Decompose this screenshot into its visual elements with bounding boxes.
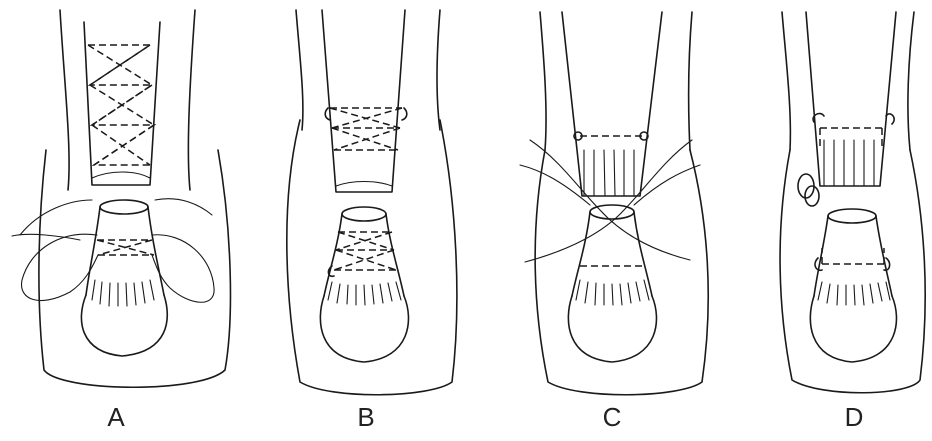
panel-d-drawing: [780, 12, 925, 393]
panel-label-d: D: [824, 402, 884, 433]
panel-label-b: B: [336, 402, 396, 433]
panel-a-drawing: [12, 10, 230, 387]
panel-label-a: A: [86, 402, 146, 433]
panel-label-c: C: [582, 402, 642, 433]
panel-c-drawing: [520, 12, 708, 395]
panel-b-drawing: [287, 10, 457, 395]
